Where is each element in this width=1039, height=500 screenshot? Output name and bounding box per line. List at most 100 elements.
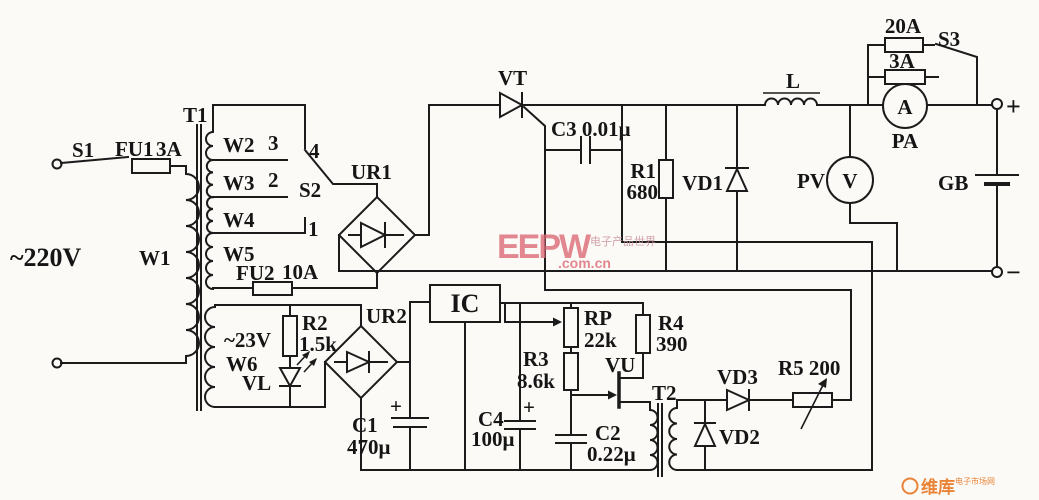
ammeter-pa-shunts: A PA 20A 3A S3: [867, 14, 978, 153]
wire-w6-top: [214, 304, 362, 327]
weiku-logo-text: 维库: [921, 477, 955, 498]
eepw-logo-text: EEPW: [497, 228, 592, 266]
pv-meter-circle: [826, 156, 874, 204]
winding-w6: [204, 305, 217, 409]
label-vl: VL: [242, 371, 271, 395]
label-3a: 3A: [889, 49, 916, 73]
vu-emitter-arrowhead: [608, 390, 617, 400]
input-terminal-top: [51, 158, 63, 170]
label-vu: VU: [605, 353, 635, 377]
output-terminal-negative: [991, 266, 1003, 278]
ur2-diode-triangle: [346, 350, 372, 374]
ur2-dc-wires: [360, 301, 431, 471]
label-s2: S2: [299, 178, 321, 202]
label-fu2-rating: 10A: [282, 260, 319, 284]
label-r4-value: 390: [656, 332, 688, 356]
ic-output-rail: [499, 302, 644, 316]
diode-vd1: VD1: [682, 104, 749, 272]
t2-primary-coil: [648, 408, 659, 472]
label-vd3: VD3: [717, 365, 758, 389]
pa-meter-letter: A: [897, 95, 913, 119]
c1-plates: [391, 417, 429, 428]
t2-core: [657, 403, 663, 477]
c4-plates: [504, 420, 536, 430]
label-w3: W3: [223, 171, 255, 195]
wire: [169, 165, 187, 175]
weiku-logo-circle: [901, 477, 919, 495]
label-pa: PA: [892, 129, 919, 153]
label-minus: −: [1006, 258, 1021, 287]
cathode-return-wire: [621, 104, 873, 471]
label-r5: R5 200: [778, 356, 840, 380]
label-r4: R4: [658, 311, 684, 335]
label-r1: R1: [630, 159, 656, 183]
label-20a: 20A: [885, 14, 922, 38]
l-coil: [763, 97, 819, 107]
wire: [60, 355, 187, 364]
label-plus: +: [1006, 92, 1021, 121]
label-s1: S1: [72, 138, 94, 162]
transformer-t1: T1 W1 W2 W3 W4 W5 3 2 4 1 S2 FU2 10A: [139, 103, 378, 411]
ac-input-section: S1 FU1 3A ~220V: [10, 137, 187, 369]
label-tap2: 2: [268, 168, 279, 192]
winding-w3: [205, 158, 215, 199]
label-pv: PV: [797, 169, 825, 193]
label-r2-value: 1.5k: [299, 332, 337, 356]
label-c4-value: 100μ: [471, 427, 515, 451]
rp-body: [563, 307, 579, 348]
label-c3: C3 0.01μ: [551, 117, 631, 141]
r5-arrowhead: [818, 378, 827, 388]
winding-w1: [184, 172, 200, 358]
switch-s2-arm: [303, 148, 378, 198]
label-l: L: [786, 69, 800, 93]
vl-arrowhead-1: [302, 351, 310, 359]
weiku-sub-text: 电子市场网: [955, 476, 995, 486]
r1-body: [658, 159, 674, 199]
vl-arrowhead-2: [309, 358, 317, 366]
r5-arrow-line: [800, 384, 824, 430]
label-vd1: VD1: [682, 171, 723, 195]
winding-w5: [205, 231, 215, 291]
bridge-ur1: UR1: [337, 104, 501, 275]
label-tap4: 4: [309, 139, 320, 163]
wire-ur1-to-vt: [414, 104, 501, 236]
ur1-diode-triangle: [360, 221, 388, 249]
battery-gb-output: GB + −: [938, 92, 1021, 287]
ujt-oscillator-block: RP 22k R3 8.6k C2 0.22μ VU R4 390: [517, 302, 688, 471]
ic-regulator-block: IC + C4 100μ: [429, 284, 644, 471]
shunt-right-stubs: [922, 44, 939, 78]
label-s3: S3: [938, 27, 960, 51]
c4-plus-sign: +: [523, 395, 535, 419]
label-w6: W6: [226, 352, 258, 376]
wire: [291, 272, 378, 289]
label-c1-value: 470μ: [347, 435, 391, 459]
label-tap3: 3: [268, 131, 279, 155]
r2-body: [282, 315, 298, 357]
fuse-fu1: [131, 158, 171, 174]
vd2-triangle: [693, 421, 717, 447]
eepw-chinese-text: 电子产品世界: [590, 234, 656, 248]
label-t1: T1: [183, 103, 208, 127]
rp-wiper-arrowhead: [553, 317, 562, 327]
label-rp: RP: [584, 306, 612, 330]
vd3-triangle: [726, 388, 752, 412]
voltmeter-pv: V PV: [797, 104, 898, 272]
switch-s3-arm: [934, 42, 978, 106]
label-ic: IC: [451, 289, 480, 318]
ic-box: [429, 284, 501, 323]
tap-1-wire: [212, 217, 306, 234]
inductor-l: L: [763, 69, 993, 107]
label-fu1: FU1: [115, 137, 154, 161]
label-vd2: VD2: [719, 425, 760, 449]
pv-leads: [849, 104, 898, 272]
pv-meter-letter: V: [842, 169, 857, 193]
label-t2: T2: [652, 381, 677, 405]
switch-s1-arm: [59, 155, 130, 165]
vt-gate-wire: [522, 105, 852, 401]
label-c1: C1: [352, 413, 378, 437]
rp-wiper-wire: [504, 302, 553, 323]
label-w1: W1: [139, 246, 171, 270]
eepw-domain-text: .com.cn: [558, 255, 611, 271]
label-w4: W4: [223, 208, 255, 232]
